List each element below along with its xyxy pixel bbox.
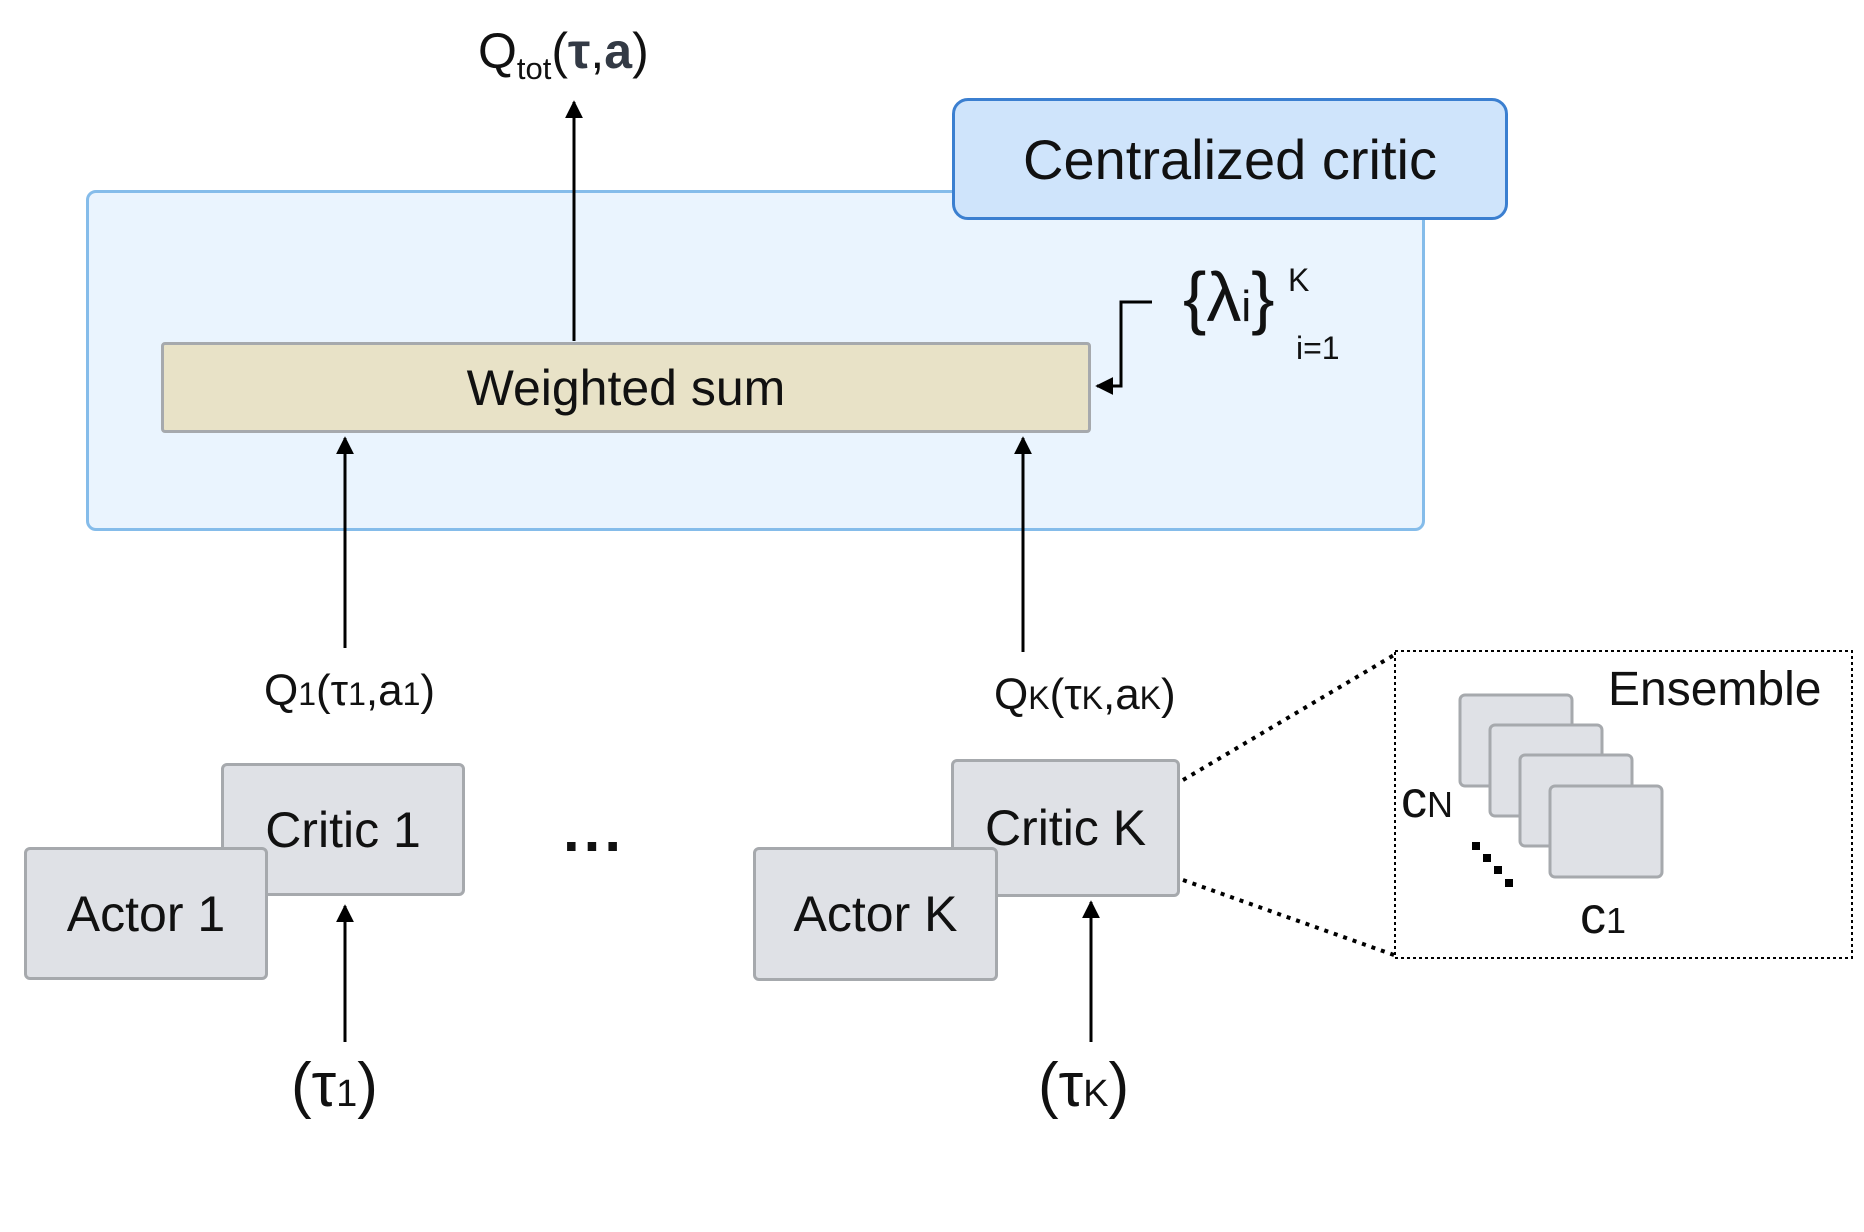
agents-ellipsis: ... <box>563 797 626 864</box>
ensemble-stack <box>1458 693 1664 879</box>
tauK-input-label: (τK) <box>1038 1051 1130 1120</box>
lambda-sup: K <box>1288 262 1310 298</box>
ensemble-member <box>1548 784 1664 879</box>
lambda-weights-label: {λi} <box>1183 258 1275 336</box>
q1-label: Q1(τ1,a1) <box>264 666 436 715</box>
ensemble-title: Ensemble <box>1608 663 1822 716</box>
output-label: Qtot(τ,a) <box>478 23 649 86</box>
weighted-sum-label: Weighted sum <box>466 359 786 416</box>
critic-1-label: Critic 1 <box>265 801 421 858</box>
qK-label: QK(τK,aK) <box>994 670 1176 719</box>
actor-1-box: Actor 1 <box>24 847 268 980</box>
actor-1-label: Actor 1 <box>66 885 226 942</box>
actor-K-box: Actor K <box>753 847 998 981</box>
ensemble-c1-label: c1 <box>1580 887 1627 945</box>
ensemble-cN-label: cN <box>1401 771 1453 829</box>
actor-K-label: Actor K <box>793 886 958 942</box>
centralized-critic-label: Centralized critic <box>1023 127 1437 191</box>
zoom-line-bottom <box>1182 878 1395 957</box>
arrow-lambda-to-weighted-sum <box>1095 300 1152 395</box>
lambda-sub: i=1 <box>1296 330 1340 366</box>
zoom-line-top <box>1181 653 1396 782</box>
tau1-input-label: (τ1) <box>291 1051 378 1120</box>
critic-K-label: Critic K <box>984 800 1147 856</box>
ensemble-dots <box>1472 842 1513 887</box>
centralized-critic-tab: Centralized critic <box>952 98 1508 220</box>
weighted-sum-box: Weighted sum <box>161 342 1091 433</box>
